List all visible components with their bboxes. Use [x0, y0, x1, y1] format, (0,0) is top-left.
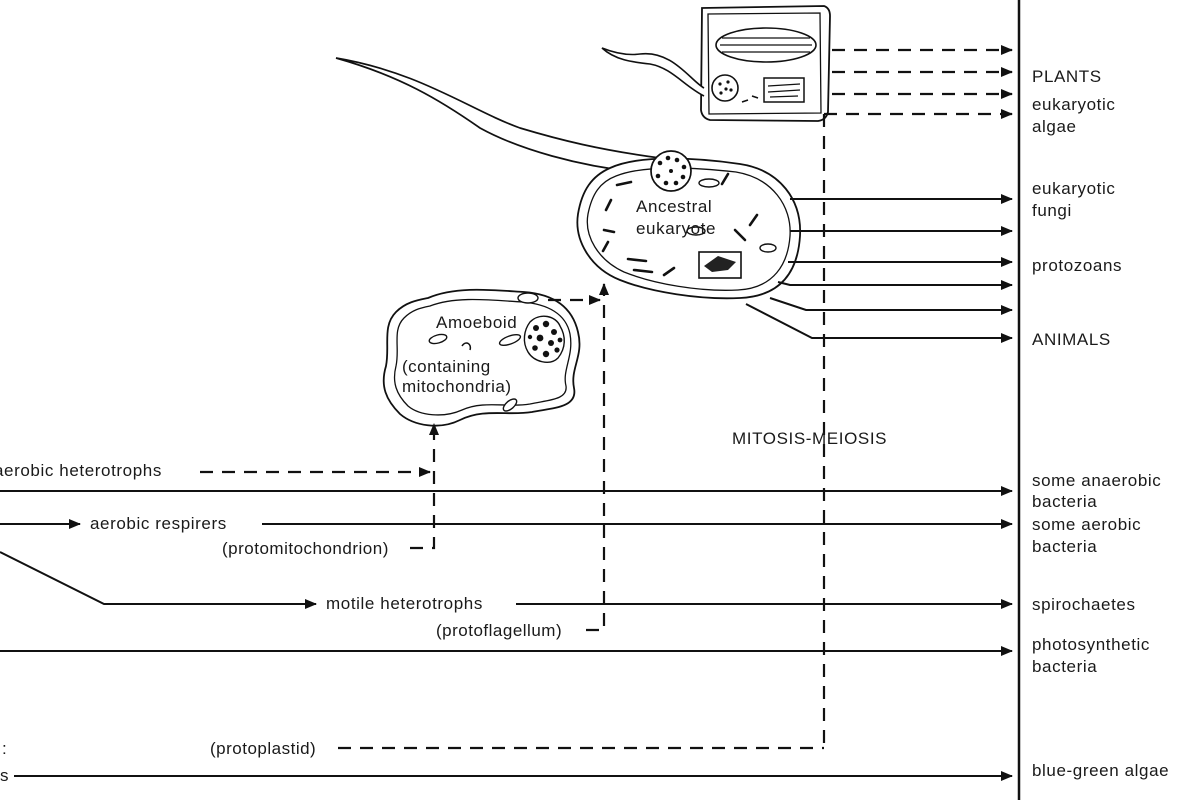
plant-flagellum: [601, 47, 705, 97]
outcome-photosynthetic-2: bacteria: [1032, 657, 1097, 676]
plant-cell-illustration: [601, 5, 831, 122]
outcome-photosynthetic-1: photosynthetic: [1032, 635, 1150, 654]
ancestral-label-line1: Ancestral: [636, 197, 712, 216]
plant-lineage-arrows: [338, 45, 1013, 750]
outcome-aerobic-bacteria-1: some aerobic: [1032, 515, 1141, 534]
label-protoplastid: (protoplastid): [210, 739, 316, 758]
label-protomitochondrion: (protomitochondrion): [222, 539, 389, 558]
outcome-protozoans: protozoans: [1032, 256, 1122, 275]
label-fragment-c: :: [2, 739, 7, 758]
label-aerobic-respirers: aerobic respirers: [90, 514, 227, 533]
amoeboid-label-line3: mitochondria): [402, 377, 512, 396]
eukaryote-lineage-arrows: [745, 194, 1013, 343]
outcome-labels: PLANTS eukaryotic algae eukaryotic fungi…: [1032, 67, 1169, 780]
outcome-blue-green-algae: blue-green algae: [1032, 761, 1169, 780]
outcome-animals: ANIMALS: [1032, 330, 1111, 349]
label-aerobic-heterotrophs: aerobic heterotrophs: [0, 461, 162, 480]
outcome-anaerobic-bacteria-1: some anaerobic: [1032, 471, 1161, 490]
prokaryote-lineage-arrows: [0, 486, 1013, 781]
ancestral-label-line2: eukaryote: [636, 219, 716, 238]
label-fragment-s: s: [0, 766, 9, 785]
ancestral-flagellum: [335, 57, 663, 173]
outcome-spirochaetes: spirochaetes: [1032, 595, 1136, 614]
amoeboid-label-line1: Amoeboid: [436, 313, 517, 332]
outcome-eukaryotic-fungi-2: fungi: [1032, 201, 1072, 220]
outcome-eukaryotic-algae-1: eukaryotic: [1032, 95, 1115, 114]
ancestral-eukaryote-cell: Ancestral eukaryote: [335, 57, 801, 300]
endosymbiosis-arrows: [200, 283, 609, 632]
amoeboid-label-line2: (containing: [402, 357, 491, 376]
amoeboid-cell: Amoeboid (containing mitochondria): [382, 288, 581, 427]
outcome-plants: PLANTS: [1032, 67, 1102, 86]
label-protoflagellum: (protoflagellum): [436, 621, 562, 640]
outcome-anaerobic-bacteria-2: bacteria: [1032, 492, 1097, 511]
outcome-eukaryotic-fungi-1: eukaryotic: [1032, 179, 1115, 198]
outcome-eukaryotic-algae-2: algae: [1032, 117, 1077, 136]
label-mitosis-meiosis: MITOSIS-MEIOSIS: [732, 429, 887, 448]
label-motile-heterotrophs: motile heterotrophs: [326, 594, 483, 613]
outcome-aerobic-bacteria-2: bacteria: [1032, 537, 1097, 556]
